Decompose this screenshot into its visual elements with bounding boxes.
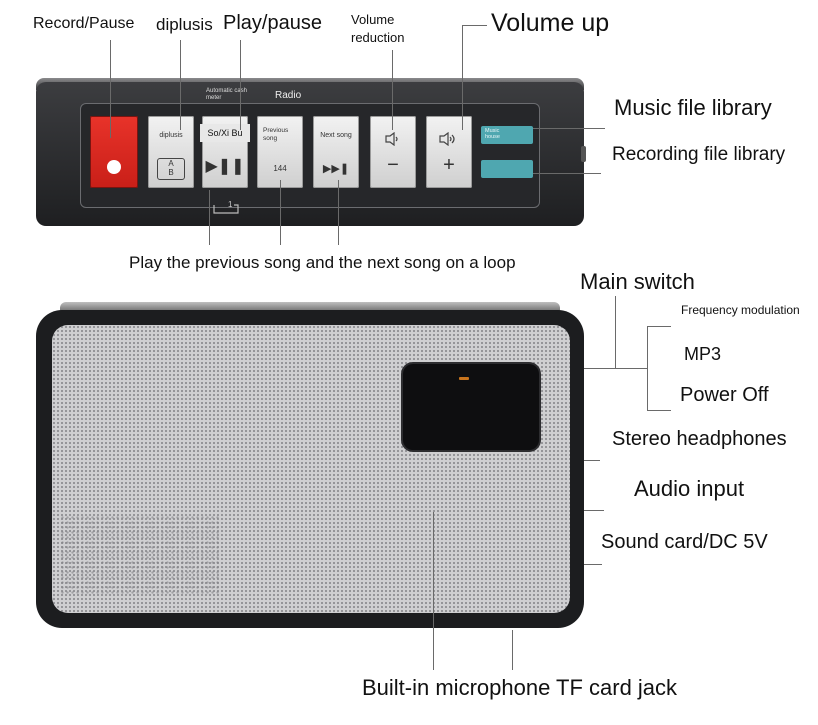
music-library-label: Music file library [614,95,772,120]
volume-up-button[interactable]: + [426,116,472,188]
display-window [403,364,539,450]
music-library-button[interactable]: Music house [481,126,533,144]
power-off-label: Power Off [680,384,769,406]
record-dot-icon [107,160,121,174]
leader-sound-card [584,564,602,565]
speaker-low-icon [385,131,401,147]
display-indicator [459,377,469,380]
leader-switch-fm [647,326,671,327]
mic-tf-label: Built-in microphone TF card jack [362,675,678,700]
main-switch-label: Main switch [580,269,695,294]
leader-main-switch-h [584,368,648,369]
leader-volume-down [392,50,393,130]
diplusis-key-label: diplusis [159,132,183,139]
speaker-top-edge [60,302,560,312]
stereo-headphones-label: Stereo headphones [612,428,787,450]
leader-loop-3 [338,180,339,245]
volume-up-label: Volume up [491,9,610,37]
speaker-high-icon [439,131,459,147]
diplusis-button[interactable]: diplusis A B [148,116,194,188]
next-song-key-label: Next song [320,132,352,139]
minus-icon: − [387,154,399,176]
next-song-button[interactable]: Next song ▶▶❚ [313,116,359,188]
leader-microphone [433,512,434,670]
play-pause-icon: ▶❚❚ [205,158,245,175]
volume-down-button[interactable]: − [370,116,416,188]
leader-switch-off [647,410,671,411]
leader-main-switch-v [615,296,616,368]
plus-icon: + [443,154,455,176]
next-icon: ▶▶❚ [322,163,350,175]
record-pause-label: Record/Pause [33,15,135,32]
leader-volume-up-v [462,25,463,130]
recording-library-label: Recording file library [612,144,786,165]
frequency-modulation-label: Frequency modulation [681,303,800,317]
leader-switch-bracket [647,326,648,410]
auto-cash-meter-label: Automatic cash meter [206,88,248,101]
leader-loop-1 [209,190,210,245]
recording-library-button[interactable] [481,160,533,178]
leader-music-library [533,128,605,129]
loop-number: 1 [228,200,233,209]
audio-input-label: Audio input [634,476,745,501]
leader-play [240,40,241,130]
record-pause-button[interactable] [90,116,138,188]
play-pause-label: Play/pause [223,12,322,34]
leader-diplusis [180,40,181,130]
ab-repeat-icon: A B [157,158,185,180]
leader-volume-up-h [462,25,487,26]
sound-card-label: Sound card/DC 5V [601,531,768,553]
mp3-label: MP3 [684,344,722,364]
so-xi-bu-tab: So/Xi Bu [200,124,250,142]
leader-recording-library [533,173,601,174]
previous-song-key-label: Previous song [263,127,289,142]
side-notch [581,146,586,162]
leader-tf-card [512,630,513,670]
previous-song-button[interactable]: Previous song 144 [257,116,303,188]
leader-headphones [584,460,600,461]
radio-label: Radio [275,90,302,101]
loop-icon [212,202,240,214]
leader-record [110,40,111,138]
loop-label: Play the previous song and the next song… [129,253,516,272]
leader-loop-2 [280,180,281,245]
diplusis-label: diplusis [156,15,213,34]
volume-reduction-label: Volume reduction [351,12,405,45]
leader-audio-input [584,510,604,511]
previous-song-number: 144 [273,164,287,173]
microphone-grille [60,515,220,595]
